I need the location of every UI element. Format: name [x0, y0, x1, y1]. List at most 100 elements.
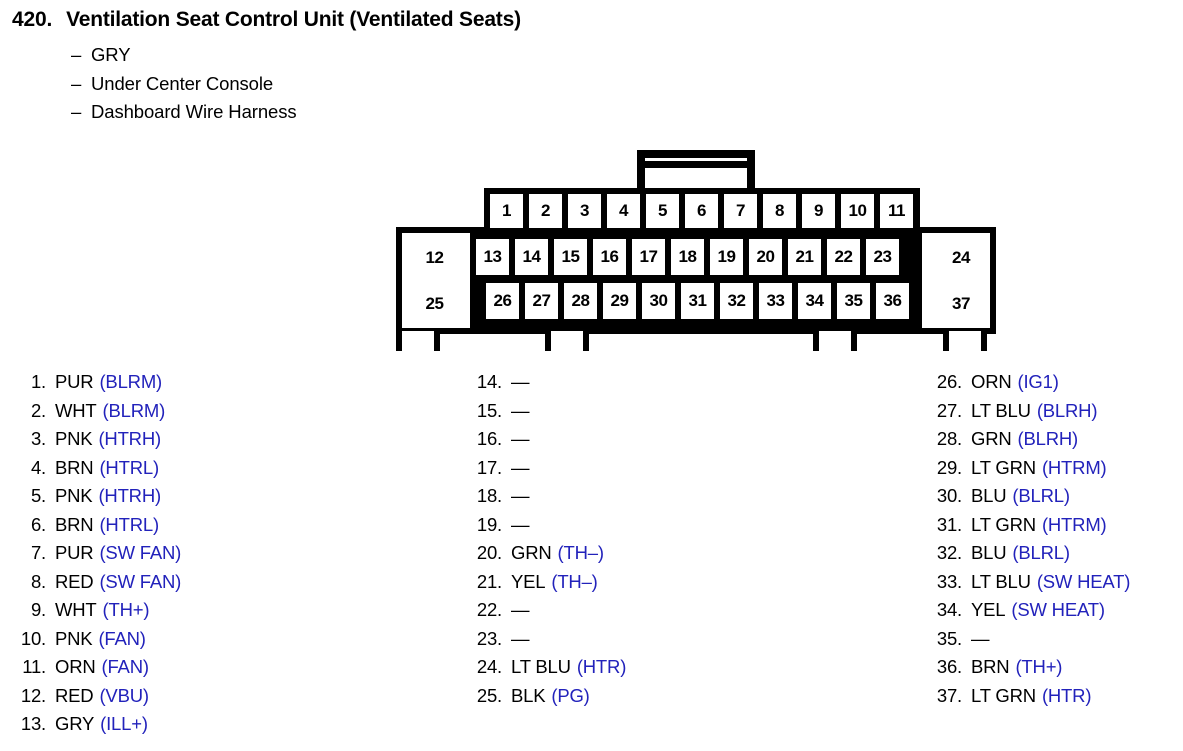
- pin-legend-number: 28.: [936, 428, 962, 449]
- connector-pin-26[interactable]: 26: [486, 283, 519, 319]
- connector-pin-7[interactable]: 7: [724, 194, 757, 228]
- pin-legend-wire-color: RED: [55, 684, 94, 706]
- connector-pin-28[interactable]: 28: [564, 283, 597, 319]
- pin-legend-number: 12.: [20, 684, 46, 706]
- pin-legend-column-left: 1.PUR(BLRM)2.WHT(BLRM)3.PNK(HTRH)4.BRN(H…: [12, 368, 452, 739]
- connector-pin-33[interactable]: 33: [759, 283, 792, 319]
- connector-pin-14[interactable]: 14: [515, 239, 548, 275]
- pin-legend-signal-name: (TH+): [102, 599, 150, 620]
- connector-pin-17[interactable]: 17: [632, 239, 665, 275]
- pin-legend-row: 10.PNK(FAN): [12, 625, 452, 654]
- pin-legend-number: 21.: [476, 570, 502, 592]
- connector-pin-37[interactable]: 37: [935, 283, 987, 325]
- connector-pin-6[interactable]: 6: [685, 194, 718, 228]
- pin-legend-signal-name: (HTRH): [98, 428, 161, 449]
- pin-legend-signal-name: (HTRL): [99, 456, 159, 478]
- connector-pin-35[interactable]: 35: [837, 283, 870, 319]
- pin-legend-signal-name: (ILL+): [100, 713, 148, 734]
- pin-legend-wire-color: ORN: [55, 656, 96, 677]
- connector-pin-36[interactable]: 36: [876, 283, 909, 319]
- connector-pin-22[interactable]: 22: [827, 239, 860, 275]
- connector-pin-15[interactable]: 15: [554, 239, 587, 275]
- dash-bullet-icon: –: [71, 72, 82, 94]
- pin-legend-number: 35.: [936, 627, 962, 649]
- connector-pin-30[interactable]: 30: [642, 283, 675, 319]
- pin-legend-row: 27.LT BLU(BLRH): [928, 397, 1183, 426]
- mount-tab-hole: [402, 331, 434, 351]
- pin-legend-empty-mark: —: [511, 599, 530, 620]
- connector-pin-34[interactable]: 34: [798, 283, 831, 319]
- pin-legend-row: 17.—: [468, 454, 908, 483]
- pin-legend-number: 22.: [476, 599, 502, 620]
- pin-legend-number: 1.: [30, 371, 46, 392]
- pin-legend-signal-name: (BLRH): [1036, 399, 1098, 421]
- pin-legend-row: 21.YEL(TH–): [468, 568, 908, 597]
- connector-pin-21[interactable]: 21: [788, 239, 821, 275]
- connector-pin-1[interactable]: 1: [490, 194, 523, 228]
- connector-pin-18[interactable]: 18: [671, 239, 704, 275]
- pin-legend-wire-color: LT BLU: [511, 656, 571, 677]
- connector-pin-19[interactable]: 19: [710, 239, 743, 275]
- connector-pin-8[interactable]: 8: [763, 194, 796, 228]
- header-detail-label: Under Center Console: [91, 72, 274, 94]
- pin-legend-number: 34.: [936, 599, 962, 620]
- connector-pin-16[interactable]: 16: [593, 239, 626, 275]
- connector-pin-24[interactable]: 24: [935, 236, 987, 279]
- pin-legend-signal-name: (HTRH): [98, 485, 161, 506]
- pin-legend-wire-color: RED: [55, 570, 94, 592]
- pin-legend-number: 23.: [476, 627, 502, 649]
- pin-legend-number: 6.: [30, 513, 46, 535]
- pin-legend-number: 5.: [30, 485, 46, 506]
- pin-legend-empty-mark: —: [511, 627, 530, 649]
- pin-legend-signal-name: (HTR): [1041, 684, 1092, 706]
- pin-legend-column-right: 26.ORN(IG1)27.LT BLU(BLRH)28.GRN(BLRH)29…: [928, 368, 1183, 710]
- header-detail-item: –GRY: [71, 41, 297, 70]
- pin-legend-row: 36.BRN(TH+): [928, 653, 1183, 682]
- connector-pin-23[interactable]: 23: [866, 239, 899, 275]
- pin-legend-row: 3. PNK(HTRH): [12, 425, 452, 454]
- pin-legend-number: 3.: [30, 428, 46, 449]
- pin-legend-row: 7.PUR(SW FAN): [12, 539, 452, 568]
- pin-legend-row: 23. —: [468, 625, 908, 654]
- connector-pin-3[interactable]: 3: [568, 194, 601, 228]
- pin-legend-row: 31.LT GRN(HTRM): [928, 511, 1183, 540]
- connector-pin-9[interactable]: 9: [802, 194, 835, 228]
- connector-pin-5[interactable]: 5: [646, 194, 679, 228]
- pin-legend-wire-color: PNK: [55, 428, 93, 449]
- pin-legend-row: 32.BLU(BLRL): [928, 539, 1183, 568]
- dash-bullet-icon: –: [71, 101, 82, 122]
- connector-pin-13[interactable]: 13: [476, 239, 509, 275]
- pin-legend-signal-name: (PG): [551, 684, 590, 706]
- pin-legend-row: 15. —: [468, 397, 908, 426]
- connector-pin-29[interactable]: 29: [603, 283, 636, 319]
- pin-legend-signal-name: (FAN): [101, 656, 150, 677]
- pin-legend-number: 24.: [476, 656, 502, 677]
- latch-post-left: [637, 150, 645, 198]
- pin-legend-number: 14.: [476, 371, 502, 392]
- pin-legend-signal-name: (BLRL): [1012, 485, 1070, 506]
- pin-legend-signal-name: (BLRL): [1012, 542, 1070, 563]
- connector-pin-32[interactable]: 32: [720, 283, 753, 319]
- pin-legend-number: 8.: [30, 570, 46, 592]
- connector-pin-20[interactable]: 20: [749, 239, 782, 275]
- connector-pin-4[interactable]: 4: [607, 194, 640, 228]
- pin-legend-row: 30.BLU(BLRL): [928, 482, 1183, 511]
- pin-legend-number: 4.: [30, 456, 46, 478]
- connector-pin-25[interactable]: 25: [405, 283, 464, 325]
- pin-legend-row: 24.LT BLU(HTR): [468, 653, 908, 682]
- pin-legend-number: 16.: [476, 428, 502, 449]
- connector-pin-2[interactable]: 2: [529, 194, 562, 228]
- connector-pin-10[interactable]: 10: [841, 194, 874, 228]
- connector-pin-31[interactable]: 31: [681, 283, 714, 319]
- pin-legend-signal-name: (SW FAN): [99, 570, 182, 592]
- pin-legend-row: 35.—: [928, 625, 1183, 654]
- pin-legend-wire-color: BLK: [511, 684, 546, 706]
- connector-pin-11[interactable]: 11: [880, 194, 913, 228]
- pin-legend-number: 15.: [476, 399, 502, 421]
- pin-legend-row: 14.—: [468, 368, 908, 397]
- pin-legend-empty-mark: —: [511, 513, 530, 535]
- pin-legend-empty-mark: —: [511, 399, 530, 421]
- connector-pin-12[interactable]: 12: [405, 236, 464, 279]
- pin-legend-row: 25.BLK(PG): [468, 682, 908, 711]
- connector-pin-27[interactable]: 27: [525, 283, 558, 319]
